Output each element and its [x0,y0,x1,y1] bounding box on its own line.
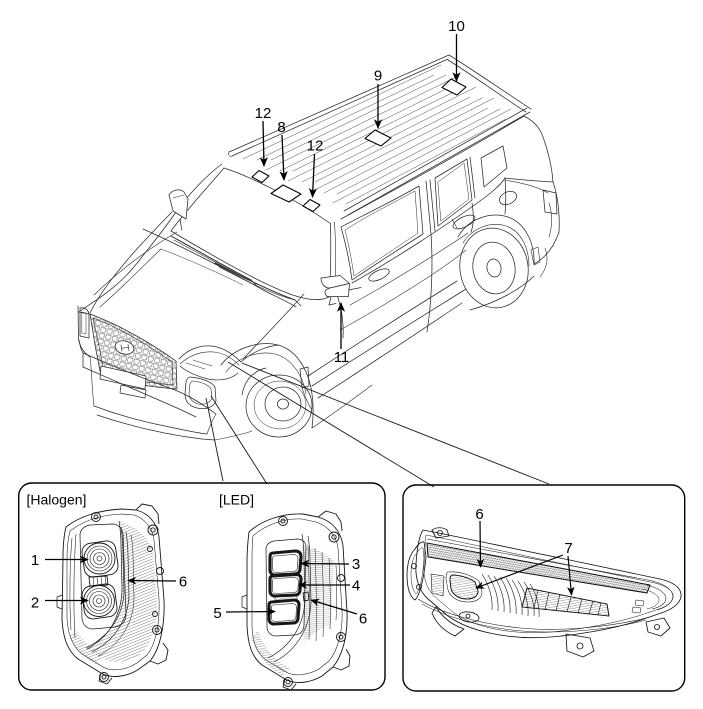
svg-text:6: 6 [475,506,483,523]
svg-text:11: 11 [334,349,350,366]
svg-text:[Halogen]: [Halogen] [27,492,87,508]
svg-text:9: 9 [374,68,382,85]
svg-text:6: 6 [179,574,187,591]
svg-text:12: 12 [307,138,324,155]
svg-text:12: 12 [255,105,272,122]
svg-text:6: 6 [359,611,367,628]
svg-text:4: 4 [352,578,360,595]
svg-text:2: 2 [31,595,39,612]
svg-text:8: 8 [277,119,285,136]
svg-text:[LED]: [LED] [219,492,254,508]
svg-text:7: 7 [564,540,572,557]
svg-text:3: 3 [352,556,360,573]
svg-text:5: 5 [213,605,221,622]
svg-text:1: 1 [31,552,39,569]
svg-text:10: 10 [448,18,465,35]
